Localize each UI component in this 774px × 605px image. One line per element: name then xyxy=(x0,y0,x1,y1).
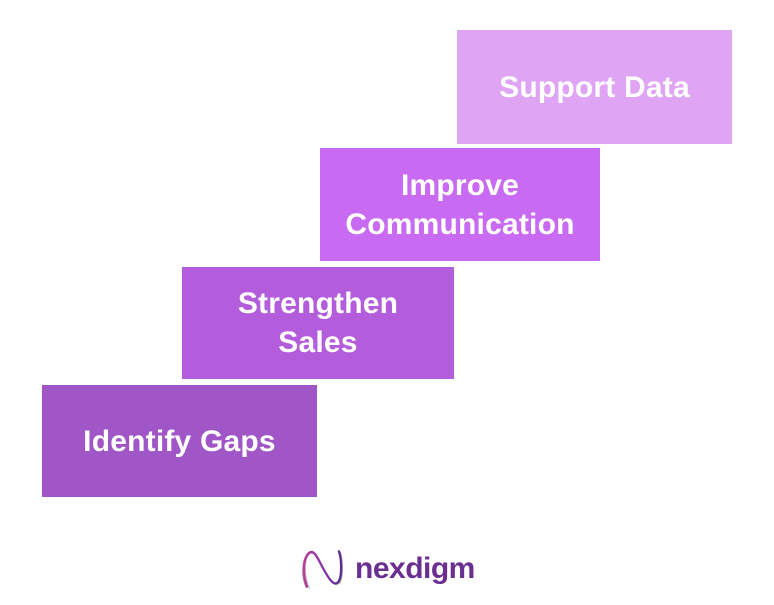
step-label-support-data: Support Data xyxy=(499,70,690,104)
step-label-identify-gaps: Identify Gaps xyxy=(83,424,276,458)
step-strengthen-sales: Strengthen Sales xyxy=(182,267,454,379)
nexdigm-logo-text: nexdigm xyxy=(355,552,475,585)
nexdigm-wave-n-icon xyxy=(302,550,344,589)
step-support-data: Support Data xyxy=(457,30,732,144)
nexdigm-logo: nexdigm xyxy=(300,546,475,592)
step-improve-communication: Improve Communication xyxy=(320,148,600,261)
step-label-improve-communication: Improve Communication xyxy=(345,168,575,241)
step-identify-gaps: Identify Gaps xyxy=(42,385,317,497)
step-label-strengthen-sales: Strengthen Sales xyxy=(237,287,399,359)
